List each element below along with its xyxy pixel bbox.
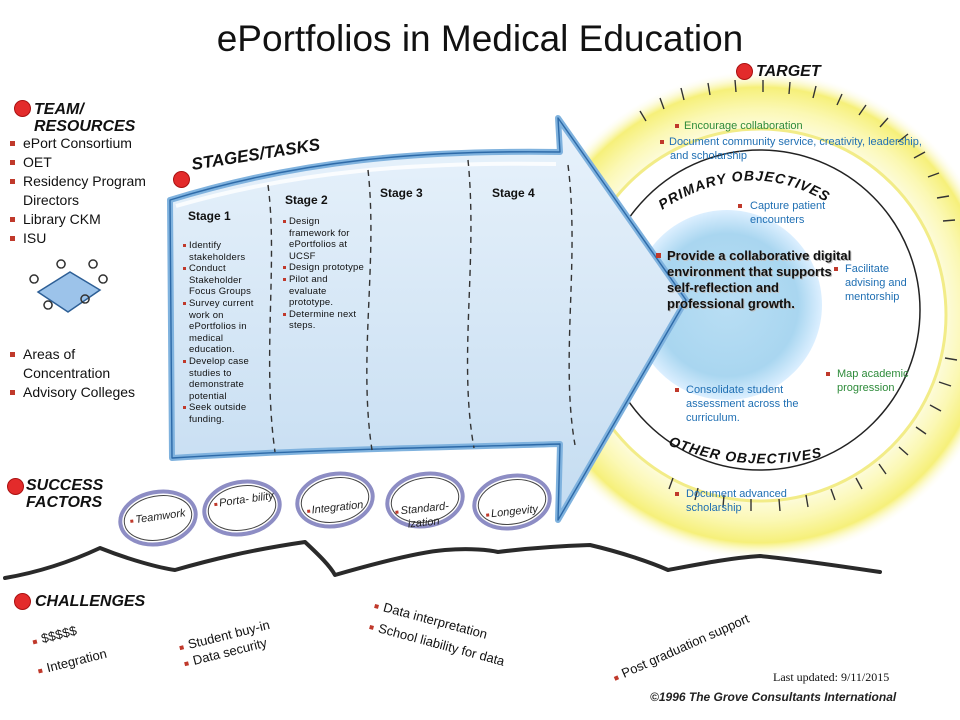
team-list-2: Areas of Concentration Advisory Colleges — [9, 345, 159, 402]
stages-arrow — [167, 115, 689, 523]
objective-capture: Capture patient encounters — [738, 199, 828, 227]
stage1-label: Stage 1 — [188, 209, 231, 223]
team-heading-line2: RESOURCES — [34, 118, 136, 135]
team-item: Library CKM — [9, 210, 174, 229]
team-item: ePort Consortium — [9, 134, 174, 153]
success-heading: SUCCESS FACTORS — [26, 477, 103, 511]
team-heading-line1: TEAM/ — [34, 101, 84, 118]
page-title: ePortfolios in Medical Education — [216, 18, 744, 59]
stage1-task: Survey current work on ePortfolios in me… — [183, 298, 263, 356]
stage1-task: Identify stakeholders — [183, 240, 263, 263]
stage1-task: Seek outside funding. — [183, 402, 263, 425]
team-item: OET — [9, 153, 174, 172]
primary-goal: Provide a collaborative digital environm… — [656, 248, 856, 312]
team-list: ePort Consortium OET Residency Program D… — [9, 134, 174, 248]
objective-document-community: Document community service, creativity, … — [660, 135, 922, 163]
target-glow — [515, 70, 960, 560]
stage4-label: Stage 4 — [492, 186, 535, 200]
stage1-task: Develop case studies to demonstrate pote… — [183, 356, 263, 402]
team-item: Areas of Concentration — [9, 345, 159, 383]
team-item: Residency Program Directors — [9, 172, 174, 210]
objective-facilitate: Facilitate advising and mentorship — [834, 262, 926, 304]
stage2-task: Determine next steps. — [283, 309, 367, 332]
target-dot-icon — [736, 63, 753, 80]
challenges-ridge — [3, 540, 882, 580]
stage2-task: Pilot and evaluate prototype. — [283, 274, 367, 309]
objective-advanced: Document advanced scholarship — [675, 487, 815, 515]
stage2-task: Design prototype — [283, 262, 367, 274]
challenges-heading: CHALLENGES — [35, 593, 146, 610]
copyright: ©1996 The Grove Consultants Internationa… — [650, 690, 897, 704]
last-updated: Last updated: 9/11/2015 — [773, 670, 890, 684]
challenges-dot-icon — [14, 593, 31, 610]
success-heading-line2: FACTORS — [26, 494, 103, 511]
success-dot-icon — [7, 478, 24, 495]
team-table-illustration — [29, 259, 108, 313]
stage2-task: Design framework for ePortfolios at UCSF — [283, 216, 367, 262]
stage2-tasks: Design framework for ePortfolios at UCSF… — [283, 216, 367, 332]
stage1-tasks: Identify stakeholders Conduct Stakeholde… — [183, 240, 263, 426]
success-heading-line1: SUCCESS — [26, 477, 104, 494]
team-item: ISU — [9, 229, 174, 248]
objective-consolidate: Consolidate student assessment across th… — [675, 383, 827, 425]
target-heading: TARGET — [756, 63, 821, 80]
team-heading: TEAM/ RESOURCES — [34, 101, 135, 135]
objective-map: Map academic progression — [826, 367, 936, 395]
success-factor-discs — [118, 471, 552, 547]
team-item: Advisory Colleges — [9, 383, 159, 402]
team-dot-icon — [14, 100, 31, 117]
stage1-task: Conduct Stakeholder Focus Groups — [183, 263, 263, 298]
stage2-label: Stage 2 — [285, 193, 328, 207]
stage3-label: Stage 3 — [380, 186, 423, 200]
stages-dot-icon — [173, 171, 190, 188]
objective-encourage: Encourage collaboration — [675, 119, 875, 133]
target-ticks — [639, 79, 958, 512]
